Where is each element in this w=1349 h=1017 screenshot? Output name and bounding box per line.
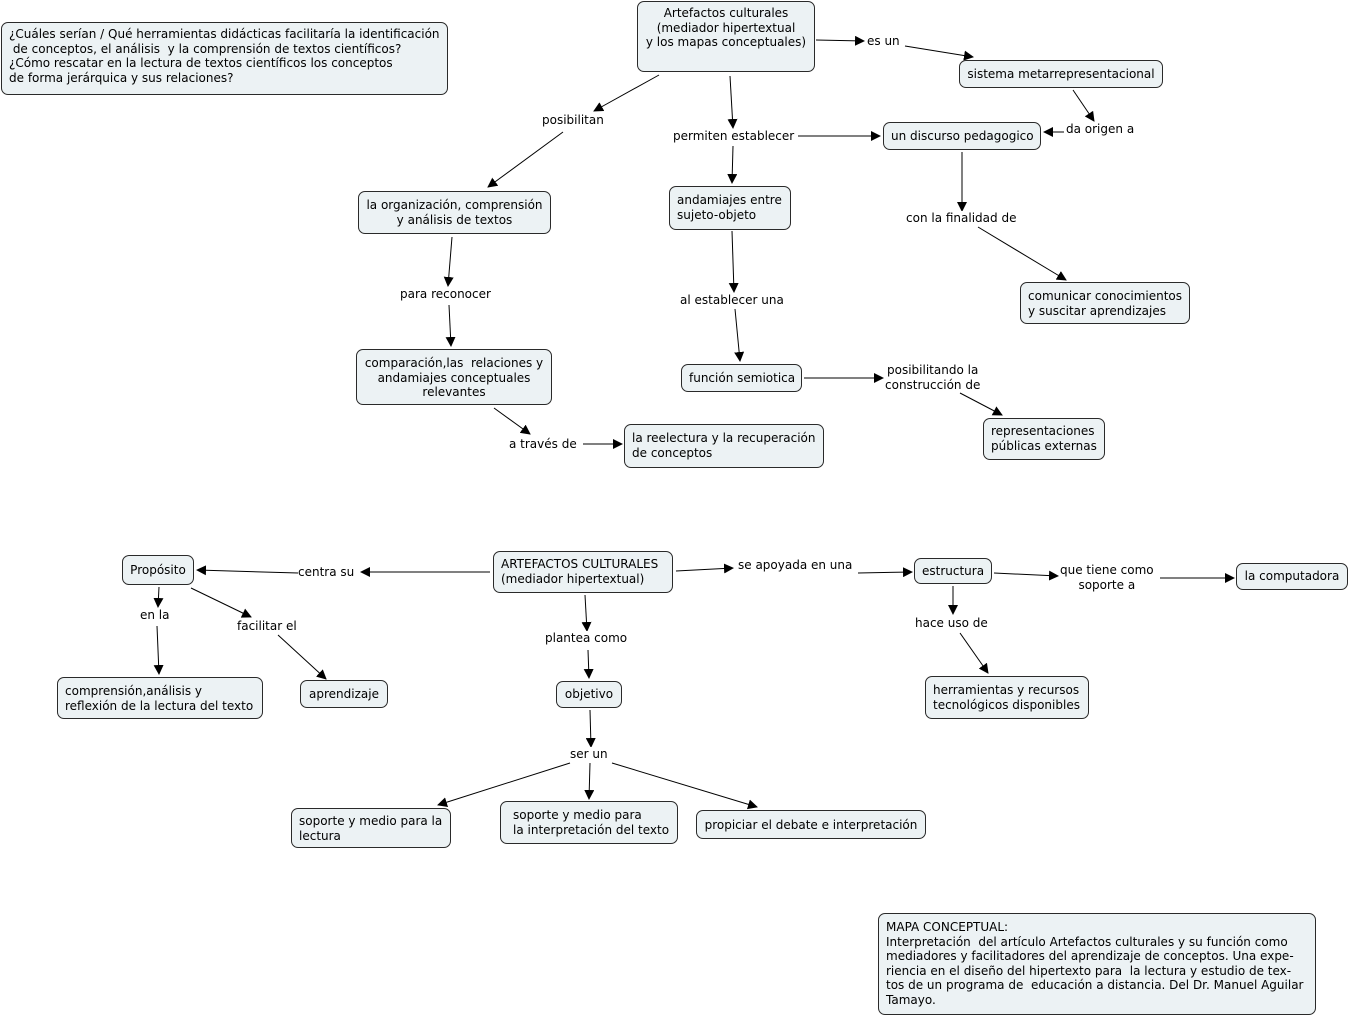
link-con-la-finalidad-de: con la finalidad de xyxy=(906,211,1017,226)
connector xyxy=(611,762,758,810)
connector xyxy=(675,563,734,574)
connector xyxy=(1072,89,1095,122)
link-da-origen-a: da origen a xyxy=(1066,122,1135,137)
concept-comparacion-relaciones[interactable]: comparación,las relaciones y andamiajes … xyxy=(356,349,552,405)
connector xyxy=(581,594,592,632)
link-posibilitando-construccion: posibilitando la construcción de xyxy=(885,363,981,392)
link-facilitar-el: facilitar el xyxy=(237,619,297,634)
link-se-apoyada-en-una: se apoyada en una xyxy=(738,558,853,573)
link-permiten-establecer: permiten establecer xyxy=(673,129,795,144)
connector xyxy=(993,570,1059,581)
connector xyxy=(585,709,596,748)
link-es-un: es un xyxy=(867,34,900,49)
link-posibilitan: posibilitan xyxy=(542,113,604,128)
connector xyxy=(190,587,252,618)
concept-objetivo[interactable]: objetivo xyxy=(556,681,622,708)
link-que-tiene-como-soporte: que tiene como soporte a xyxy=(1060,563,1154,592)
mapa-conceptual-note: MAPA CONCEPTUAL: Interpretación del artí… xyxy=(878,913,1316,1015)
connector xyxy=(904,45,974,61)
concept-soporte-lectura[interactable]: soporte y medio para la lectura xyxy=(291,808,451,848)
concept-comprension-analisis-reflexion[interactable]: comprensión,análisis y reflexión de la l… xyxy=(57,677,263,719)
concept-soporte-interpretacion[interactable]: soporte y medio para la interpretación d… xyxy=(500,801,678,844)
connector xyxy=(437,762,571,808)
connector xyxy=(153,586,164,608)
concept-sistema-metarrepresentacional[interactable]: sistema metarrepresentacional xyxy=(959,60,1163,88)
connector xyxy=(443,236,454,287)
connector xyxy=(153,625,164,675)
link-para-reconocer: para reconocer xyxy=(400,287,491,302)
connector xyxy=(959,632,989,674)
concept-la-computadora[interactable]: la computadora xyxy=(1236,563,1348,590)
connector xyxy=(977,226,1067,281)
link-en-la: en la xyxy=(140,608,170,623)
concept-funcion-semiotica[interactable]: función semiotica xyxy=(681,364,802,392)
connector xyxy=(727,145,738,184)
link-plantea-como: plantea como xyxy=(545,631,628,646)
concept-comunicar-conocimientos[interactable]: comunicar conocimientos y suscitar apren… xyxy=(1020,282,1190,324)
connector xyxy=(493,407,531,435)
concept-representaciones-publicas[interactable]: representaciones públicas externas xyxy=(983,418,1105,460)
link-hace-uso-de: hace uso de xyxy=(915,616,988,631)
concept-artefactos-culturales-top[interactable]: Artefactos culturales (mediador hipertex… xyxy=(637,1,815,72)
connector xyxy=(584,762,595,800)
connector xyxy=(583,649,594,679)
connector xyxy=(959,392,1003,416)
concept-artefactos-culturales-bottom[interactable]: ARTEFACTOS CULTURALES (mediador hipertex… xyxy=(493,551,673,593)
connector xyxy=(196,565,299,576)
concept-reelectura-recuperacion[interactable]: la reelectura y la recuperación de conce… xyxy=(624,424,824,468)
connector xyxy=(728,230,739,293)
concept-estructura[interactable]: estructura xyxy=(914,558,992,584)
concept-andamiajes-sujeto-objeto[interactable]: andamiajes entre sujeto-objeto xyxy=(669,186,791,230)
concept-herramientas-recursos[interactable]: herramientas y recursos tecnológicos dis… xyxy=(925,676,1089,719)
concept-propiciar-debate[interactable]: propiciar el debate e interpretación xyxy=(696,810,926,839)
concept-organizacion-textos[interactable]: la organización, comprensión y análisis … xyxy=(358,191,551,234)
connector xyxy=(815,35,865,46)
connector xyxy=(487,131,564,188)
connector xyxy=(727,75,738,129)
connector xyxy=(277,634,327,680)
link-a-traves-de: a través de xyxy=(509,437,577,452)
concept-proposito[interactable]: Propósito xyxy=(122,555,194,585)
concept-discurso-pedagogico[interactable]: un discurso pedagogico xyxy=(883,122,1041,150)
link-al-establecer-una: al establecer una xyxy=(680,293,784,308)
concept-aprendizaje[interactable]: aprendizaje xyxy=(300,680,388,708)
connector xyxy=(445,304,456,347)
research-question-note: ¿Cuáles serían / Qué herramientas didáct… xyxy=(1,22,448,95)
link-ser-un: ser un xyxy=(570,747,608,762)
connector xyxy=(734,308,745,362)
connector xyxy=(593,74,660,112)
connector xyxy=(857,567,913,578)
link-centra-su: centra su xyxy=(298,565,355,580)
